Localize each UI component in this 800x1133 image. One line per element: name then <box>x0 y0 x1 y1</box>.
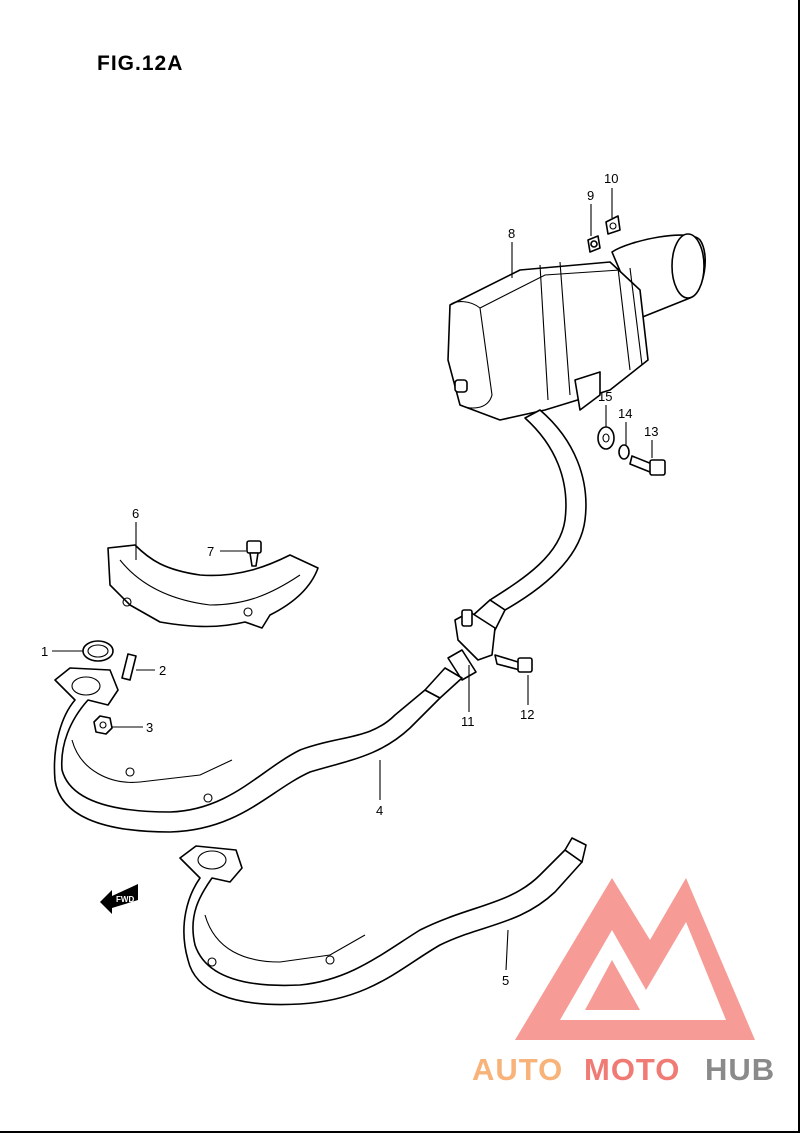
automotohub-watermark: AUTO MOTO HUB <box>472 1052 775 1087</box>
watermark-hub: HUB <box>705 1052 775 1087</box>
callout-2: 2 <box>159 663 166 678</box>
callout-10: 10 <box>604 171 618 186</box>
heat-shield <box>107 544 319 629</box>
callout-11: 11 <box>461 714 475 729</box>
bolt-9 <box>587 235 601 253</box>
callout-12: 12 <box>520 707 534 722</box>
figure-title: FIG.12A <box>97 52 184 75</box>
callout-8: 8 <box>508 226 515 241</box>
screw-7 <box>246 540 262 567</box>
callout-14: 14 <box>618 406 632 421</box>
fwd-label: FWD <box>116 895 134 904</box>
forward-arrow: FWD <box>100 884 138 914</box>
bolt-13 <box>629 455 666 476</box>
callout-1: 1 <box>41 644 48 659</box>
callout-5: 5 <box>502 973 509 988</box>
callout-6: 6 <box>132 506 139 521</box>
exhaust-pipe-5 <box>179 837 587 1006</box>
nut-3 <box>93 715 113 735</box>
cushion-15 <box>597 426 615 450</box>
leader-lines <box>52 188 653 971</box>
callout-7: 7 <box>207 544 214 559</box>
rear-pipe <box>468 409 587 643</box>
watermark-auto: AUTO <box>472 1052 563 1087</box>
callout-3: 3 <box>146 720 153 735</box>
gasket-1 <box>82 640 114 662</box>
stud-2 <box>121 653 137 681</box>
callout-13: 13 <box>644 424 658 439</box>
callout-labels: 1 2 3 4 5 6 7 8 9 10 11 12 13 14 15 <box>41 171 658 988</box>
bolt-12 <box>494 654 533 673</box>
callout-9: 9 <box>587 188 594 203</box>
exhaust-pipe-4 <box>53 667 463 833</box>
washer-14 <box>618 444 630 460</box>
callout-15: 15 <box>598 389 612 404</box>
nut-10 <box>605 215 621 235</box>
watermark-moto: MOTO <box>584 1052 680 1087</box>
muffler <box>447 233 706 421</box>
callout-4: 4 <box>376 803 383 818</box>
automotohub-logo-mark <box>515 878 755 1040</box>
